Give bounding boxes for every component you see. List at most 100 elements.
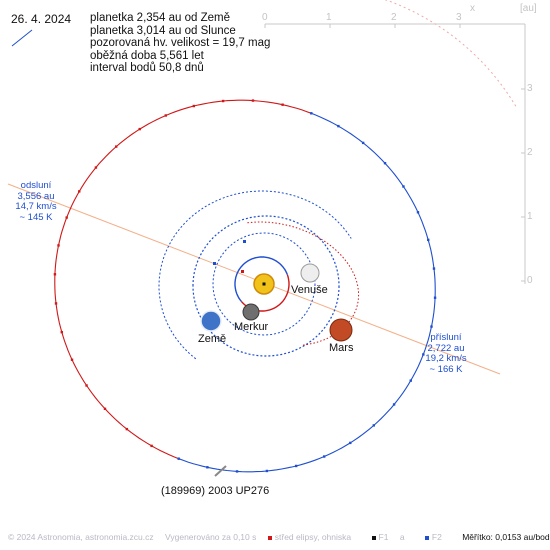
aphelion-line: 3,556 au	[17, 190, 55, 202]
info-block: planetka 2,354 au od Země planetka 3,014…	[90, 12, 270, 75]
mars-label: Mars	[329, 342, 354, 354]
node-marker	[213, 262, 216, 265]
orbit-point	[78, 190, 81, 193]
orbit-point	[57, 244, 60, 247]
legend-center: střed elipsy, ohniska	[267, 532, 360, 542]
orbit-point	[221, 99, 225, 103]
perihelion-marker	[241, 270, 244, 273]
orbit-point	[402, 185, 405, 188]
info-line: planetka 2,354 au od Země	[90, 12, 231, 24]
orbit-point	[432, 267, 436, 270]
scale-text: Měřítko: 0,0153 au/bod	[462, 532, 550, 542]
orbit-point	[416, 211, 420, 214]
x-tick-label: 0	[262, 12, 268, 23]
perihelion-label: přísluní 2,722 au 19,2 km/s ~ 166 K	[420, 332, 472, 375]
asteroid-orbit-outer	[384, 0, 517, 108]
axes	[11, 23, 526, 284]
planets	[200, 263, 353, 477]
y-tick-label: 0	[527, 275, 533, 286]
orbit-point	[125, 427, 129, 431]
orbit-point	[361, 141, 365, 145]
x-tick-label: 1	[326, 12, 332, 23]
venus-icon	[300, 263, 320, 283]
apsides-line	[7, 183, 501, 375]
orbit-point	[138, 127, 141, 131]
perihelion-line: přísluní	[430, 332, 462, 343]
orbit-point	[422, 353, 425, 356]
orbit-point	[372, 424, 375, 427]
orbit-point	[433, 296, 437, 299]
generated-text: Vygenerováno za 0,10 s	[165, 532, 257, 542]
orbit-point	[54, 302, 58, 305]
orbit-point	[430, 325, 433, 328]
mars-orbit-blue	[158, 190, 352, 360]
orbit-point	[349, 441, 352, 445]
legend-f1: F1 a	[371, 532, 414, 542]
orbit-point	[323, 455, 326, 458]
blue-square-icon	[424, 535, 429, 540]
orbit-point	[235, 470, 239, 473]
orbit-point	[150, 444, 153, 448]
direction-arrow	[11, 29, 33, 47]
mercury-orbit-blue	[234, 256, 289, 302]
orbit-point	[281, 103, 284, 106]
y-tick-label: 3	[527, 83, 533, 94]
orbit-point	[192, 104, 196, 108]
orbit-point	[206, 466, 209, 469]
orbit-point	[103, 407, 107, 411]
orbit-point	[337, 124, 340, 128]
orbit-point	[383, 161, 387, 165]
earth-orbit-top	[192, 215, 340, 286]
orbit-point	[409, 379, 412, 382]
orbit-point	[60, 330, 63, 334]
y-tick-label: 2	[527, 147, 533, 158]
mars-orbit-red	[247, 221, 360, 346]
copyright-text: © 2024 Astronomia, astronomia.zcu.cz	[8, 532, 154, 542]
y-tick-label: 1	[527, 211, 533, 222]
node-marker	[243, 240, 246, 243]
perihelion-line: ~ 166 K	[429, 363, 463, 375]
black-square-icon	[371, 535, 376, 540]
mercury-icon	[242, 303, 260, 321]
earth-label: Země	[198, 333, 227, 345]
orbit-point	[70, 358, 74, 361]
mars-icon	[329, 318, 353, 342]
orbit-point	[427, 238, 430, 242]
x-tick-label: 2	[391, 12, 397, 23]
date-label: 26. 4. 2024	[11, 12, 72, 26]
x-tick-label: 3	[456, 12, 462, 23]
aphelion-line: ~ 145 K	[19, 211, 53, 223]
x-axis-label: x	[470, 3, 475, 14]
info-line: planetka 3,014 au od Slunce	[90, 24, 236, 37]
legend-f2: F2	[424, 532, 451, 542]
venus-orbit-outer	[212, 232, 316, 336]
venus-label: Venuše	[291, 284, 328, 296]
orbit-point	[85, 384, 88, 387]
orbit-point	[177, 457, 180, 460]
orbit-point	[53, 273, 57, 276]
aphelion-label: odsluní 3,556 au 14,7 km/s ~ 145 K	[14, 180, 58, 223]
footer: © 2024 Astronomia, astronomia.zcu.cz Vyg…	[8, 532, 550, 542]
perihelion-line: 2,722 au	[427, 342, 465, 354]
red-square-icon	[267, 535, 272, 540]
orbit-point	[265, 469, 269, 473]
sun-center-marker	[262, 282, 266, 286]
aphelion-line: odsluní	[20, 180, 52, 191]
orbit-point	[65, 216, 68, 219]
earth-orbit-bottom	[192, 286, 340, 357]
asteroid-label: (189969) 2003 UP276	[161, 485, 270, 497]
orbit-point	[294, 464, 298, 468]
asteroid-icon	[214, 465, 227, 477]
aphelion-line: 14,7 km/s	[15, 201, 57, 212]
orbit-point	[115, 145, 118, 148]
mercury-label: Merkur	[234, 321, 269, 333]
orbit-point	[251, 99, 255, 102]
orbit-point	[94, 166, 98, 169]
perihelion-line: 19,2 km/s	[425, 353, 467, 364]
orbit-point	[164, 114, 167, 117]
orbit-point	[392, 403, 396, 406]
info-line: interval bodů 50,8 dnů	[90, 62, 204, 75]
orbit-point	[310, 112, 313, 115]
info-line: oběžná doba 5,561 let	[90, 49, 204, 62]
